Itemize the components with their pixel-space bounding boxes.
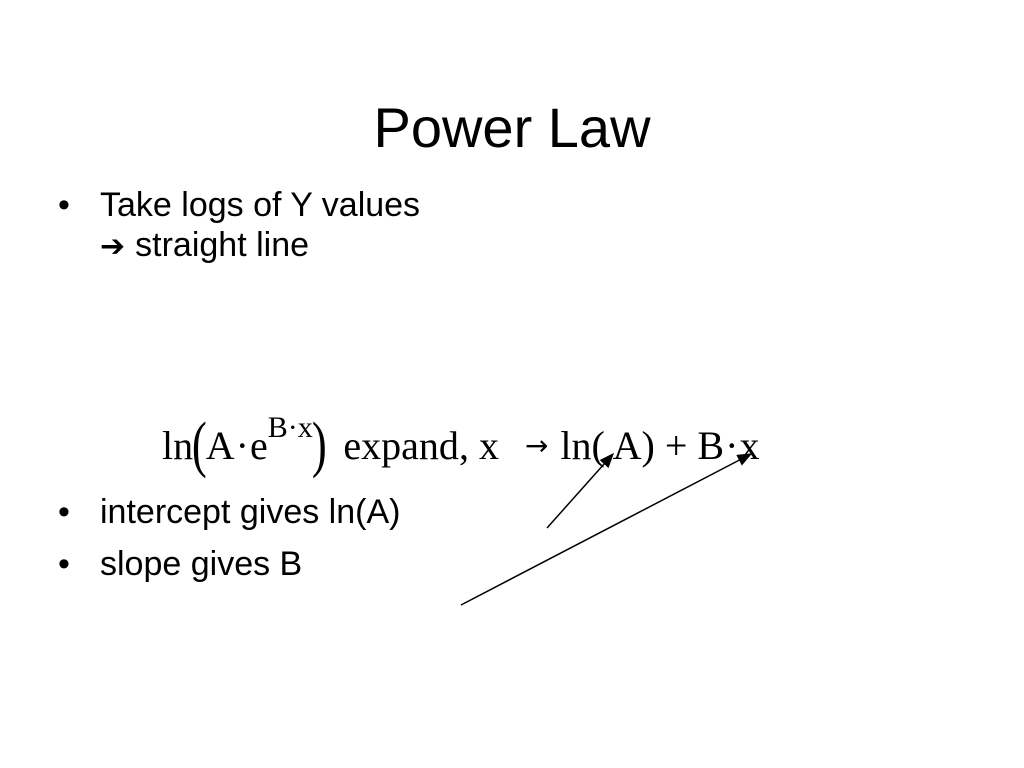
formula-comma: , xyxy=(458,423,469,468)
bullet-dot: • xyxy=(58,186,70,224)
formula-open-paren: ( xyxy=(192,411,207,479)
formula: ln(A·eB·x)expand, x→ln( A) + B·x xyxy=(162,398,759,476)
bullet-list-bottom: • intercept gives ln(A) • slope gives B xyxy=(58,492,400,596)
bullet-list-top: • Take logs of Y values ➔ straight line xyxy=(58,185,420,279)
formula-rhs-A: ( A) xyxy=(591,423,655,468)
bullet-dot: • xyxy=(58,545,70,583)
bullet-dot: • xyxy=(58,493,70,531)
formula-plus: + xyxy=(664,423,688,468)
formula-x: x xyxy=(478,423,499,468)
bullet-text: slope gives B xyxy=(100,545,303,583)
formula-rhs-cdot: · xyxy=(725,423,739,468)
bullet-subline-text: straight line xyxy=(135,226,310,264)
formula-A: A xyxy=(205,423,235,468)
slide-title: Power Law xyxy=(373,96,651,159)
formula-rhs-B: B xyxy=(697,423,725,468)
formula-ln: ln xyxy=(162,423,194,468)
formula-arrow-icon: → xyxy=(524,429,549,462)
bullet-item: • slope gives B xyxy=(58,544,400,584)
formula-cdot: · xyxy=(235,423,249,468)
formula-exponent: B·x xyxy=(267,411,313,444)
bullet-item: • Take logs of Y values ➔ straight line xyxy=(58,185,420,267)
slope-pointer-arrow xyxy=(460,453,753,606)
bullet-text: intercept gives ln(A) xyxy=(100,493,401,531)
bullet-subline: ➔ straight line xyxy=(100,225,420,267)
bullet-item: • intercept gives ln(A) xyxy=(58,492,400,532)
formula-rhs-x: x xyxy=(739,423,760,468)
formula-rhs-ln: ln xyxy=(560,423,592,468)
formula-e: e xyxy=(250,423,268,468)
bullet-text: Take logs of Y values xyxy=(100,186,421,224)
formula-close-paren: ) xyxy=(311,411,327,479)
right-arrow-icon: ➔ xyxy=(100,229,126,264)
formula-expand: expand xyxy=(343,423,459,468)
